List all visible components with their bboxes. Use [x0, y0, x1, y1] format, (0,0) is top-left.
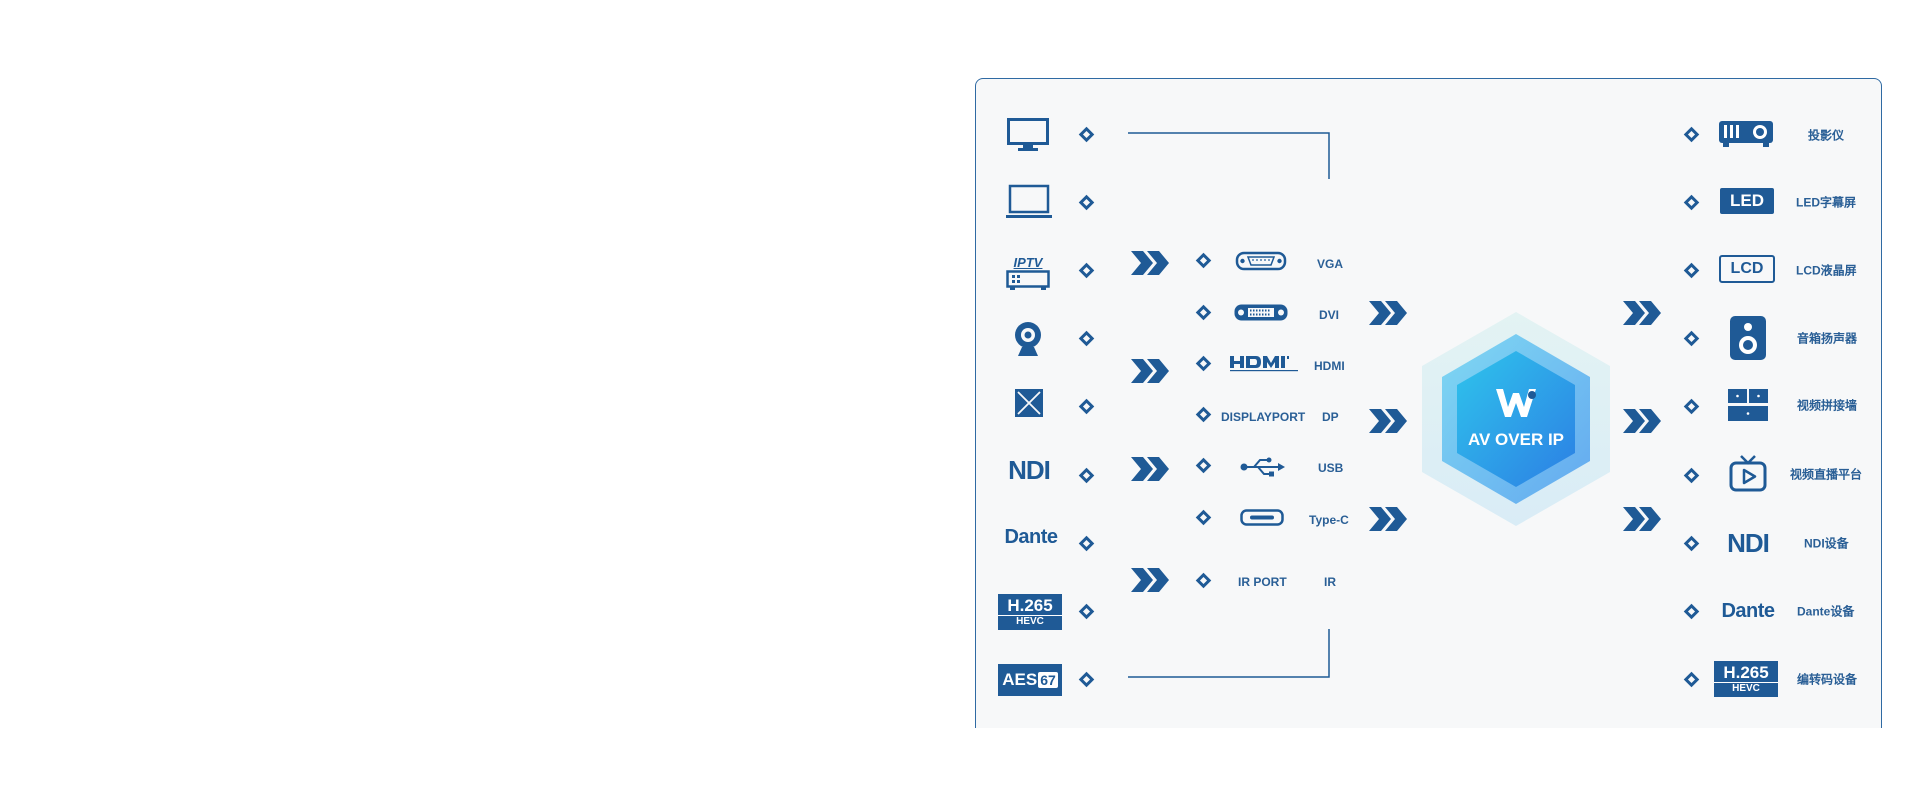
ndi-text: NDI — [1008, 454, 1051, 485]
chevron-right-icon — [1623, 409, 1661, 433]
usb-c-port-icon — [1240, 509, 1284, 526]
ndi-logo-icon: NDI — [1002, 454, 1056, 486]
x-window-icon — [1014, 388, 1044, 418]
chevron-right-icon — [1369, 507, 1407, 531]
av-over-ip-hub: AV OVER IP — [1422, 312, 1610, 526]
dante-text: Dante — [1004, 525, 1058, 548]
ir-label: IR — [1324, 575, 1336, 589]
hub-title: AV OVER IP — [1468, 430, 1564, 449]
hdmi-label: HDMI — [1314, 359, 1345, 373]
ndi-label: NDI设备 — [1804, 536, 1849, 551]
hevc-text: HEVC — [998, 615, 1062, 627]
chevron-right-icon — [1131, 251, 1169, 275]
video-wall-icon — [1726, 387, 1770, 423]
chevron-right-icon — [1131, 568, 1169, 592]
led-label: LED字幕屏 — [1796, 195, 1857, 210]
monitor-icon — [1006, 117, 1050, 153]
hevc-output-text: HEVC — [1714, 682, 1778, 694]
lcd-display-icon: LCD — [1719, 255, 1775, 283]
displayport-icon-text: DISPLAYPORT — [1221, 410, 1306, 424]
lcd-label: LCD液晶屏 — [1796, 263, 1857, 278]
iptv-icon: IPTV — [1004, 252, 1052, 292]
chevron-right-icon — [1369, 301, 1407, 325]
chevron-right-icon — [1369, 409, 1407, 433]
led-icon-text: LED — [1720, 188, 1774, 214]
codec-label: 编转码设备 — [1797, 672, 1858, 687]
live-stream-icon — [1727, 453, 1769, 493]
stream-label: 视频直播平台 — [1790, 467, 1863, 482]
speaker-label: 音箱扬声器 — [1797, 331, 1858, 346]
led-display-icon: LED — [1719, 187, 1775, 215]
lcd-icon-text: LCD — [1719, 255, 1775, 283]
ndi-device-text: NDI — [1727, 527, 1770, 558]
hdmi-logo-icon — [1230, 356, 1298, 372]
chevron-right-icon — [1623, 301, 1661, 325]
irport-icon-text: IR PORT — [1238, 575, 1287, 589]
videowall-label: 视频拼接墙 — [1797, 398, 1858, 413]
vga-label: VGA — [1317, 257, 1344, 271]
h265-text: H.265 — [1007, 596, 1053, 615]
ndi-device-icon: NDI — [1721, 527, 1775, 559]
projector-label: 投影仪 — [1808, 128, 1845, 143]
usb-label: USB — [1318, 461, 1344, 475]
projector-icon — [1717, 119, 1775, 149]
vga-port-icon — [1235, 251, 1287, 271]
dvi-label: DVI — [1319, 308, 1340, 322]
aes-num-text: 67 — [1038, 672, 1058, 688]
chevron-right-icon — [1131, 457, 1169, 481]
dante-label: Dante设备 — [1797, 604, 1855, 619]
h265-output-text: H.265 — [1723, 663, 1769, 682]
webcam-icon — [1010, 319, 1046, 359]
iptv-text: IPTV — [1013, 254, 1043, 270]
bracket-lines — [1128, 132, 1330, 678]
aes-text: AES — [1002, 670, 1038, 689]
chevron-right-icon — [1131, 359, 1169, 383]
chevron-right-icon — [1623, 507, 1661, 531]
dante-device-text: Dante — [1721, 599, 1775, 622]
dvi-port-icon — [1234, 304, 1288, 321]
dp-label: DP — [1322, 410, 1339, 424]
laptop-icon — [1005, 183, 1053, 221]
usb-icon — [1240, 457, 1285, 477]
dante-device-icon: Dante — [1711, 597, 1785, 625]
typec-label: Type-C — [1309, 513, 1349, 527]
speaker-icon — [1728, 315, 1768, 361]
dante-logo-icon: Dante — [994, 523, 1068, 551]
